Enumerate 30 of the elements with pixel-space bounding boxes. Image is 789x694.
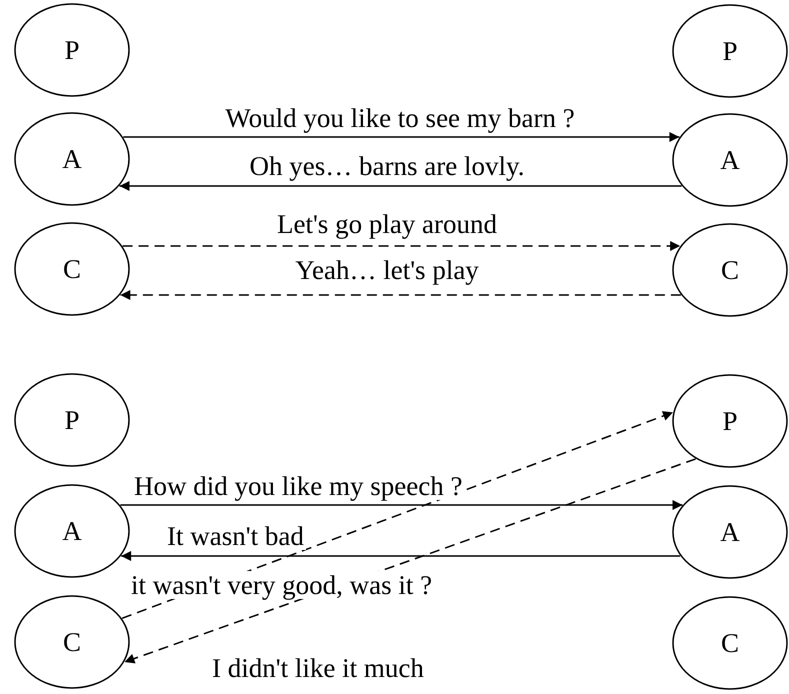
arrow (123, 132, 680, 142)
ellipse-node (672, 223, 788, 317)
node-label: C (720, 256, 739, 284)
node-label: P (722, 408, 738, 434)
ellipse-node (14, 373, 130, 467)
ellipse-node (14, 222, 130, 316)
node-label: A (62, 146, 82, 172)
arrow (122, 241, 680, 251)
node-label: A (720, 146, 740, 174)
arrow (120, 500, 683, 510)
node-label: C (62, 256, 81, 282)
ellipse-node (14, 112, 130, 206)
node-label: C (62, 628, 81, 656)
node-label: P (722, 38, 738, 64)
ellipse-node (14, 595, 130, 689)
ellipse-node (672, 374, 788, 468)
arrow (120, 290, 681, 300)
node-label: C (720, 630, 739, 656)
ellipse-node (14, 484, 130, 578)
node-label: A (720, 518, 740, 546)
node-label: A (62, 518, 82, 544)
ellipse-node (14, 3, 130, 97)
ellipse-node (672, 4, 788, 98)
node-label: P (64, 406, 80, 434)
ellipse-node (672, 596, 788, 690)
arrow (121, 551, 680, 561)
ellipse-node (672, 485, 788, 579)
node-label: P (64, 36, 80, 64)
ellipse-node (672, 113, 788, 207)
arrow (119, 181, 682, 191)
